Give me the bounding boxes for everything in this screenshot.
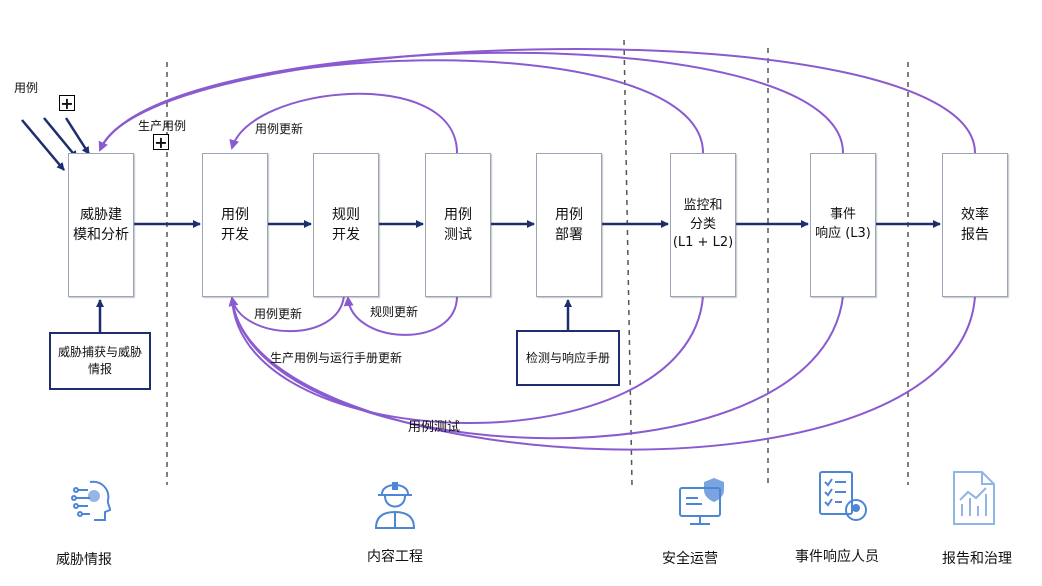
box-threat-modeling[interactable]: 威胁建模和分析 [68,153,134,297]
box-incident-response[interactable]: 事件响应 (L3) [810,153,876,297]
feedback-rule-update [343,295,458,336]
phase-dividers [166,39,909,486]
box-use-case-deploy-line2: 部署 [555,227,583,243]
feedback-use-case-update-top [229,92,458,154]
input-threat-intel-line1: 威胁捕获与威胁 [57,345,142,360]
arrow-usecase-3 [64,117,91,155]
arrow-usecase-1 [21,119,65,171]
box-monitor-line3: (L1 + L2) [672,235,734,251]
feedback-from-efficiency [99,48,976,154]
feedback-efficiency-loop [231,295,976,451]
role-reporting-governance: 报告和治理 [942,551,1012,567]
monitor-shield-icon [679,478,724,525]
box-use-case-test[interactable]: 用例测试 [425,153,491,297]
box-incident-line1: 事件 [829,207,856,223]
use-case-testing-label: 用例测试 [408,420,461,435]
checklist-icon [819,471,867,521]
input-detection-playbook-text: 检测与响应手册 [525,350,610,365]
input-threat-intel-line2: 情报 [87,362,112,376]
divider-2 [623,39,633,486]
feedback-monitor-loop [231,295,704,424]
use-case-update-top-label: 用例更新 [255,122,304,136]
engineer-icon [374,482,416,529]
feedback-use-case-update-bottom [228,295,345,333]
box-use-case-test-line1: 用例 [444,206,472,223]
flow-arrows [21,117,941,332]
ai-head-icon [71,480,112,521]
feedback-from-incident [99,51,844,154]
box-threat-modeling-line1: 威胁建 [80,206,122,223]
arrow-usecase-2 [43,117,78,159]
role-security-ops: 安全运营 [662,551,718,567]
production-use-case-label: 生产用例 [138,119,187,133]
box-efficiency-line2: 报告 [961,227,989,243]
report-chart-icon [953,471,995,525]
feedback-incident-loop [231,295,844,440]
box-use-case-deploy-line1: 用例 [555,206,583,223]
box-use-case-deploy[interactable]: 用例部署 [536,153,602,297]
box-rule-dev[interactable]: 规则开发 [313,153,379,297]
role-content-engineering: 内容工程 [367,549,423,565]
box-incident-line2: 响应 (L3) [815,226,871,241]
prod-runbook-update-label: 生产用例与运行手册更新 [270,351,403,365]
box-efficiency-report[interactable]: 效率报告 [942,153,1008,297]
box-use-case-dev-line2: 开发 [221,227,249,243]
box-threat-modeling-line2: 模和分析 [73,227,129,243]
rule-update-label: 规则更新 [370,305,419,319]
box-monitor-line1: 监控和 [683,197,723,213]
feedback-from-monitor [98,59,704,154]
expand-plus-icon[interactable]: + [59,94,75,113]
box-rule-dev-line1: 规则 [332,206,360,223]
box-use-case-dev[interactable]: 用例开发 [202,153,268,297]
role-incident-responders: 事件响应人员 [795,549,879,565]
use-case-update-bottom-label: 用例更新 [254,307,303,321]
box-rule-dev-line2: 开发 [332,227,360,243]
input-threat-intel-capture[interactable]: 威胁捕获与威胁情报 [49,332,151,390]
box-monitor-line2: 分类 [689,216,716,232]
input-detection-playbook[interactable]: 检测与响应手册 [516,330,620,386]
box-efficiency-line1: 效率 [961,206,989,223]
expand-plus-icon-2[interactable]: + [153,133,169,152]
box-use-case-test-line2: 测试 [444,227,472,243]
feedback-arcs-bottom [228,295,976,451]
box-use-case-dev-line1: 用例 [221,206,249,223]
role-threat-intel: 威胁情报 [56,552,112,568]
box-monitor-triage[interactable]: 监控和分类 (L1 + L2) [670,153,736,297]
use-case-label: 用例 [14,81,39,95]
feedback-arcs-top [98,48,976,154]
